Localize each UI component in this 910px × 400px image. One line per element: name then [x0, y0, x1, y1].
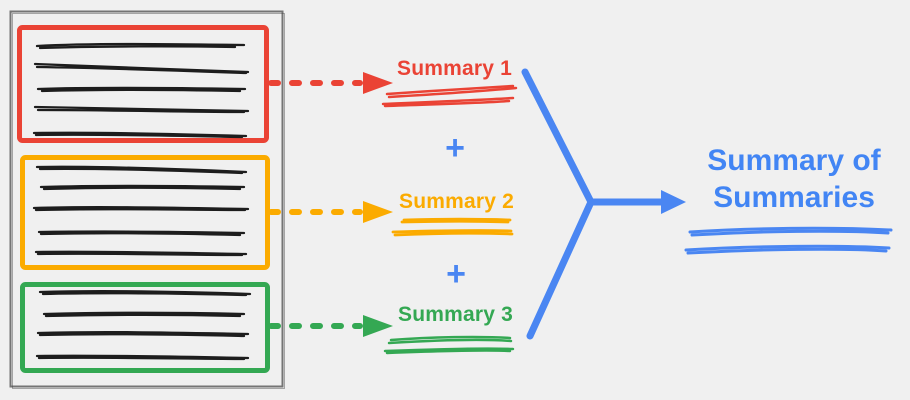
summary-1-scribbles [381, 84, 518, 108]
section-1-text-scribbles [32, 42, 250, 139]
summary-1-label: Summary 1 [397, 57, 513, 80]
orange-dashed-arrow-icon [268, 201, 393, 223]
green-dashed-arrow-icon [268, 315, 393, 337]
section-2-box [20, 155, 270, 270]
result-title-line1: Summary of [707, 144, 881, 177]
result-title: Summary of Summaries [684, 142, 904, 216]
section-1-box [17, 25, 269, 143]
result-title-line2: Summaries [713, 181, 875, 214]
section-3-box [20, 282, 270, 373]
result-underline-scribbles [684, 226, 893, 255]
summary-2-label: Summary 2 [399, 190, 515, 213]
summary-3-label: Summary 3 [398, 303, 514, 326]
section-2-text-scribbles [32, 165, 250, 257]
merge-arrow-icon [521, 68, 686, 340]
section-3-text-scribbles [35, 290, 252, 361]
summary-2-scribbles [391, 217, 514, 237]
document-box [9, 10, 284, 388]
document-box-shadow [12, 13, 285, 389]
summary-3-scribbles [383, 335, 515, 355]
red-dashed-arrow-icon [268, 72, 393, 94]
plus-icon-2: + [446, 255, 466, 293]
plus-icon-1: + [445, 129, 465, 167]
